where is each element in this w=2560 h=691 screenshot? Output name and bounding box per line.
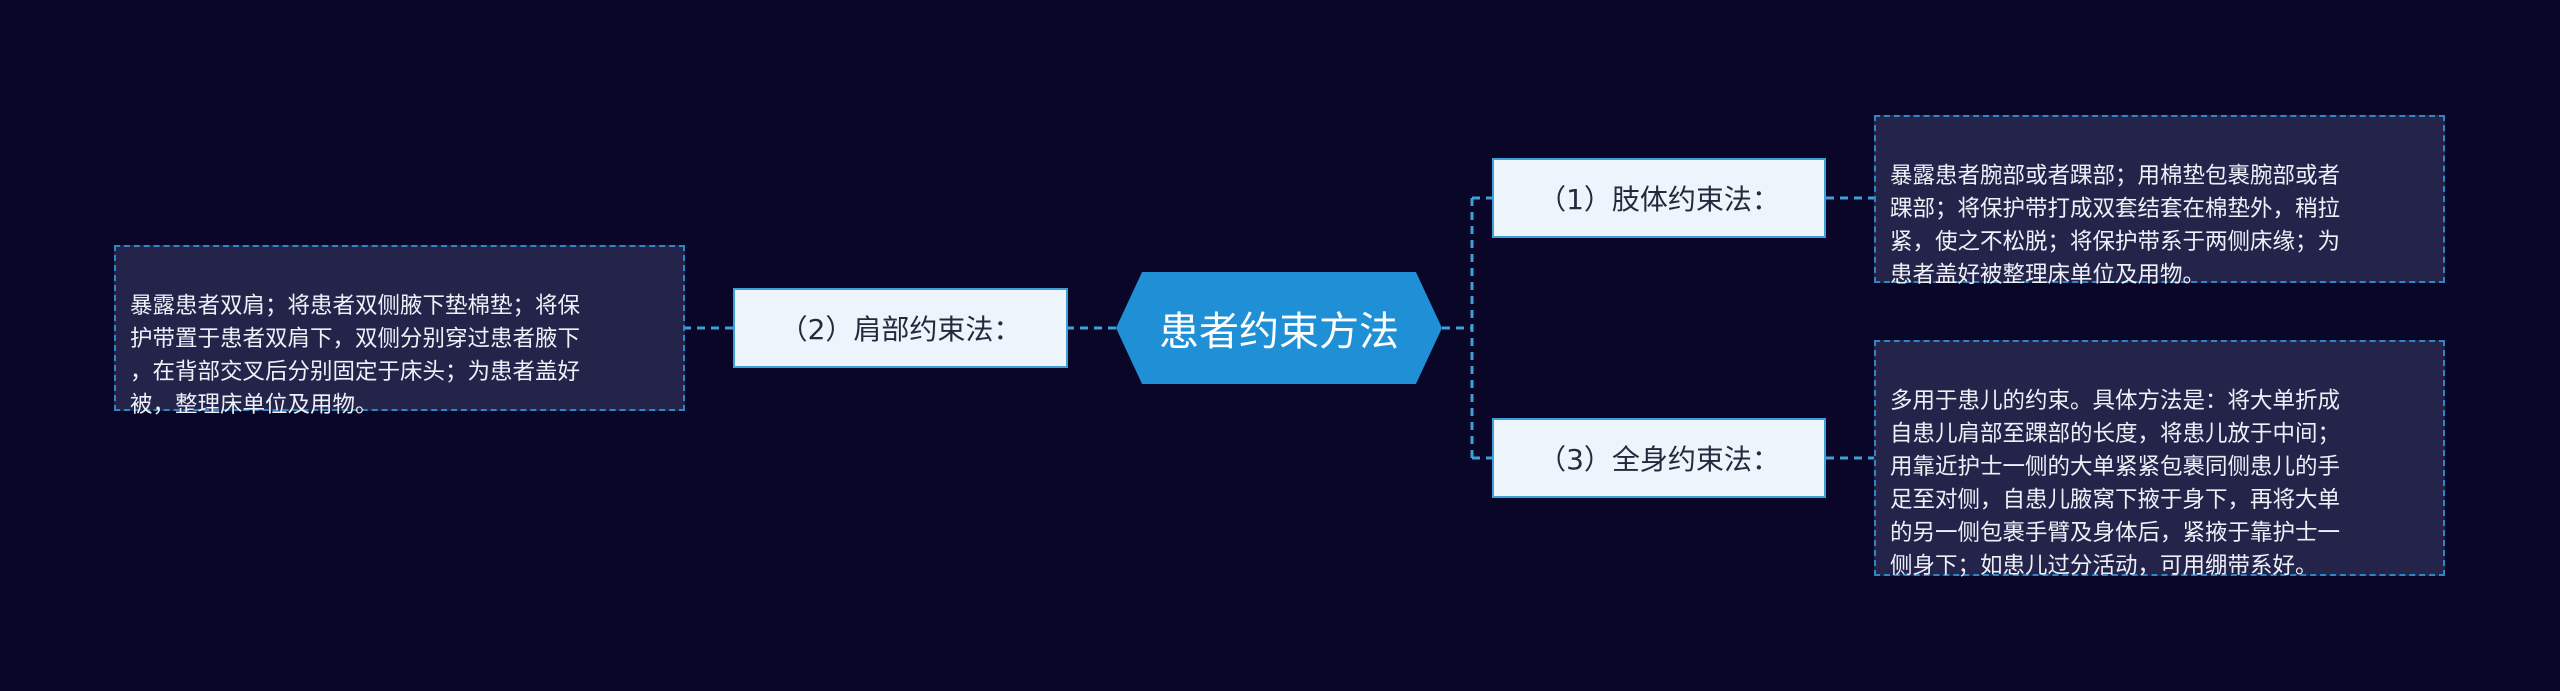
branch-label: （3）全身约束法： (1538, 443, 1780, 476)
branch-node-2[interactable]: （2）肩部约束法： (733, 288, 1068, 368)
branch-node-1[interactable]: （1）肢体约束法： (1492, 158, 1826, 238)
leaf-text: 暴露患者双肩；将患者双侧腋下垫棉垫；将保 护带置于患者双肩下，双侧分别穿过患者腋… (130, 293, 581, 418)
leaf-node-2[interactable]: 暴露患者双肩；将患者双侧腋下垫棉垫；将保 护带置于患者双肩下，双侧分别穿过患者腋… (114, 245, 685, 418)
branch-label: （2）肩部约束法： (779, 313, 1022, 346)
leaf-node-1[interactable]: 暴露患者腕部或者踝部；用棉垫包裹腕部或者 踝部；将保护带打成双套结套在棉垫外，稍… (1874, 115, 2445, 288)
branch-node-3[interactable]: （3）全身约束法： (1492, 418, 1826, 498)
leaf-text: 暴露患者腕部或者踝部；用棉垫包裹腕部或者 踝部；将保护带打成双套结套在棉垫外，稍… (1890, 163, 2341, 288)
branch-label: （1）肢体约束法： (1538, 183, 1780, 216)
leaf-node-3[interactable]: 多用于患儿的约束。具体方法是：将大单折成 自患儿肩部至踝部的长度，将患儿放于中间… (1874, 340, 2445, 579)
leaf-text: 多用于患儿的约束。具体方法是：将大单折成 自患儿肩部至踝部的长度，将患儿放于中间… (1890, 388, 2341, 579)
root-label: 患者约束方法 (1159, 309, 1399, 355)
root-node[interactable]: 患者约束方法 (1116, 272, 1442, 384)
